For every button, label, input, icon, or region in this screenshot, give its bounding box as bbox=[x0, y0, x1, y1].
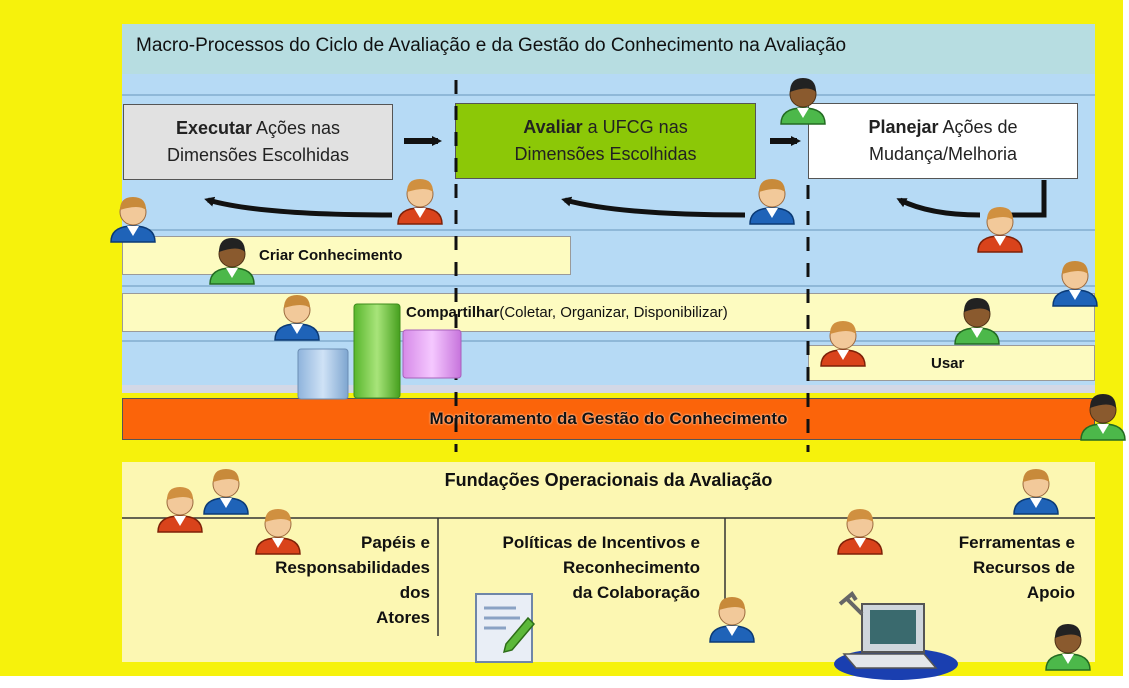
person-icon bbox=[157, 486, 203, 533]
col2-text: Políticas de Incentivos e Reconhecimento… bbox=[430, 530, 700, 605]
col3-line3: Apoio bbox=[1026, 583, 1075, 602]
person-icon bbox=[274, 294, 320, 341]
person-icon bbox=[110, 196, 156, 243]
person-icon bbox=[1013, 468, 1059, 515]
executar-box: Executar Ações nas Dimensões Escolhidas bbox=[123, 104, 393, 180]
person-icon bbox=[1052, 260, 1098, 307]
avaliar-rest: a UFCG nas bbox=[582, 117, 688, 137]
foundations-title: Fundações Operacionais da Avaliação bbox=[444, 470, 773, 490]
avaliar-box: Avaliar a UFCG nas Dimensões Escolhidas bbox=[455, 103, 756, 179]
foundations-area bbox=[122, 462, 1095, 662]
band-line bbox=[122, 229, 1095, 231]
criar-bar: Criar Conhecimento bbox=[122, 236, 571, 275]
person-icon bbox=[749, 178, 795, 225]
monitoramento-bar: Monitoramento da Gestão do Conhecimento bbox=[122, 398, 1095, 440]
bar-chart-icon bbox=[297, 303, 462, 400]
compartilhar-bar: Compartilhar (Coletar, Organizar, Dispon… bbox=[122, 293, 1095, 332]
planejar-line2: Mudança/Melhoria bbox=[868, 144, 1018, 164]
person-icon bbox=[255, 508, 301, 555]
col2-line3: da Colaboração bbox=[572, 583, 700, 602]
monitoramento-label: Monitoramento da Gestão do Conhecimento bbox=[429, 409, 788, 428]
col2-line2: Reconhecimento bbox=[563, 558, 700, 577]
person-icon bbox=[837, 508, 883, 555]
executar-rest: Ações nas bbox=[251, 118, 341, 138]
diagram-title: Macro-Processos do Ciclo de Avaliação e … bbox=[136, 35, 847, 56]
person-icon bbox=[209, 237, 255, 285]
person-icon bbox=[1045, 623, 1091, 671]
col1-line3: Atores bbox=[376, 608, 430, 627]
avaliar-bold: Avaliar bbox=[523, 117, 583, 137]
curved-arrow-icon bbox=[561, 196, 746, 218]
person-icon bbox=[954, 297, 1000, 345]
executar-bold: Executar bbox=[175, 118, 252, 138]
person-icon bbox=[1080, 393, 1126, 441]
col3-text: Ferramentas e Recursos de Apoio bbox=[880, 530, 1075, 605]
compartilhar-rest: (Coletar, Organizar, Disponibilizar) bbox=[499, 304, 728, 321]
col3-line2: Recursos de bbox=[972, 558, 1075, 577]
separator-bar bbox=[122, 385, 1095, 393]
person-icon bbox=[709, 596, 755, 643]
computer-tools-icon bbox=[834, 591, 958, 680]
curved-arrow-icon bbox=[896, 197, 981, 218]
band-line bbox=[122, 285, 1095, 287]
col1-line2: Responsabilidades dos bbox=[275, 558, 430, 602]
planejar-box: Planejar Ações de Mudança/Melhoria bbox=[808, 103, 1078, 179]
compartilhar-bold: Compartilhar bbox=[406, 304, 500, 321]
person-icon bbox=[397, 178, 443, 225]
person-icon bbox=[203, 468, 249, 515]
planejar-bold: Planejar bbox=[868, 117, 939, 137]
header-band: Macro-Processos do Ciclo de Avaliação e … bbox=[122, 24, 1095, 74]
document-edit-icon bbox=[475, 593, 536, 663]
planejar-rest: Ações de bbox=[938, 117, 1018, 137]
criar-label: Criar Conhecimento bbox=[259, 247, 403, 264]
col1-text: Papéis e Responsabilidades dos Atores bbox=[270, 530, 430, 630]
band-line bbox=[122, 340, 1095, 342]
usar-label: Usar bbox=[931, 354, 965, 372]
band-line bbox=[122, 94, 1095, 96]
avaliar-line2: Dimensões Escolhidas bbox=[514, 144, 697, 164]
curved-arrow-icon bbox=[204, 196, 393, 218]
person-icon bbox=[780, 77, 826, 125]
executar-line2: Dimensões Escolhidas bbox=[166, 145, 350, 165]
col1-line1: Papéis e bbox=[361, 533, 430, 552]
person-icon bbox=[820, 320, 866, 367]
col3-line1: Ferramentas e bbox=[958, 533, 1075, 552]
col2-line1: Políticas de Incentivos e bbox=[502, 533, 700, 552]
